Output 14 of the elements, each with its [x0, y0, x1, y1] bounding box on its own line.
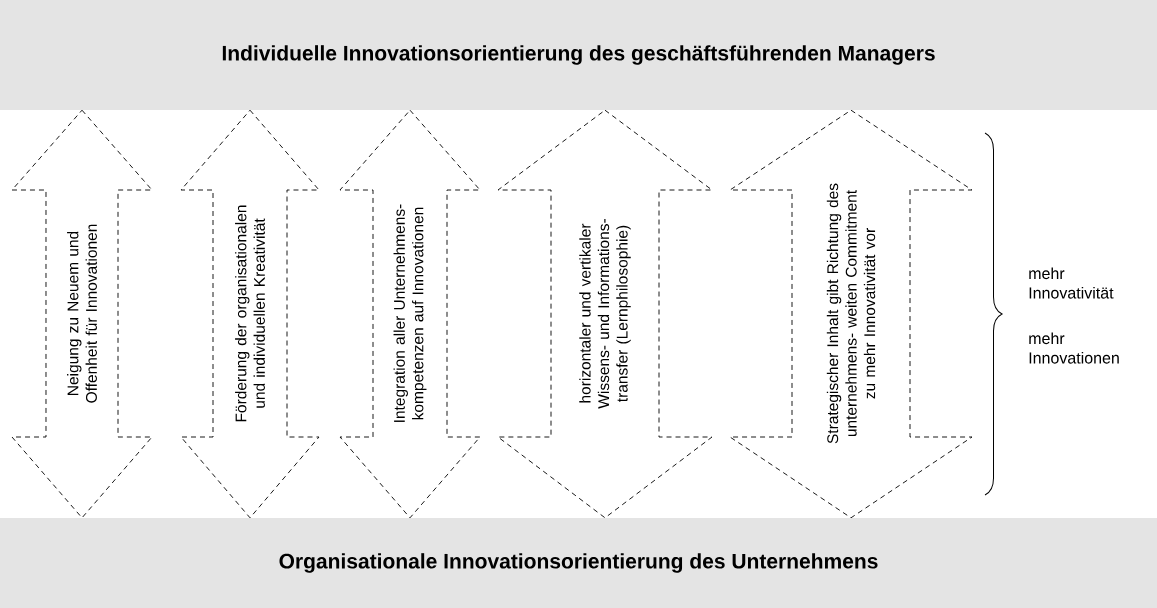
arrow-label: Förderung der organisationalen und individuellen Kreativität: [235, 205, 265, 422]
brace-label: mehr Innovativität: [1029, 267, 1114, 299]
arrow-label: Integration aller Unternehmens- kompetenzen auf Innovationen: [393, 204, 427, 422]
double-arrow: [11, 109, 153, 519]
double-arrow: [729, 109, 973, 519]
arrow-label: horizontaler und vertikaler Wissens- und Informations- transfer (Lernphilosophie): [579, 219, 631, 409]
double-arrow: [339, 109, 481, 519]
band: Individuelle Innovationsorientierung des geschäftsführenden Managers: [0, 0, 1157, 110]
arrow-label: Neigung zu Neuem und Offenheit für Innovationen: [67, 224, 97, 403]
band: Organisationale Innovationsorientierung des Unternehmens: [0, 518, 1157, 608]
brace-label: mehr Innovationen: [1029, 332, 1119, 364]
arrow-label: Strategischer Inhalt gibt Richtung des unternehmens- weiten Commitment zu mehr Innovativität vor: [826, 183, 876, 444]
double-arrow: [497, 109, 713, 519]
double-arrow: [180, 109, 320, 519]
